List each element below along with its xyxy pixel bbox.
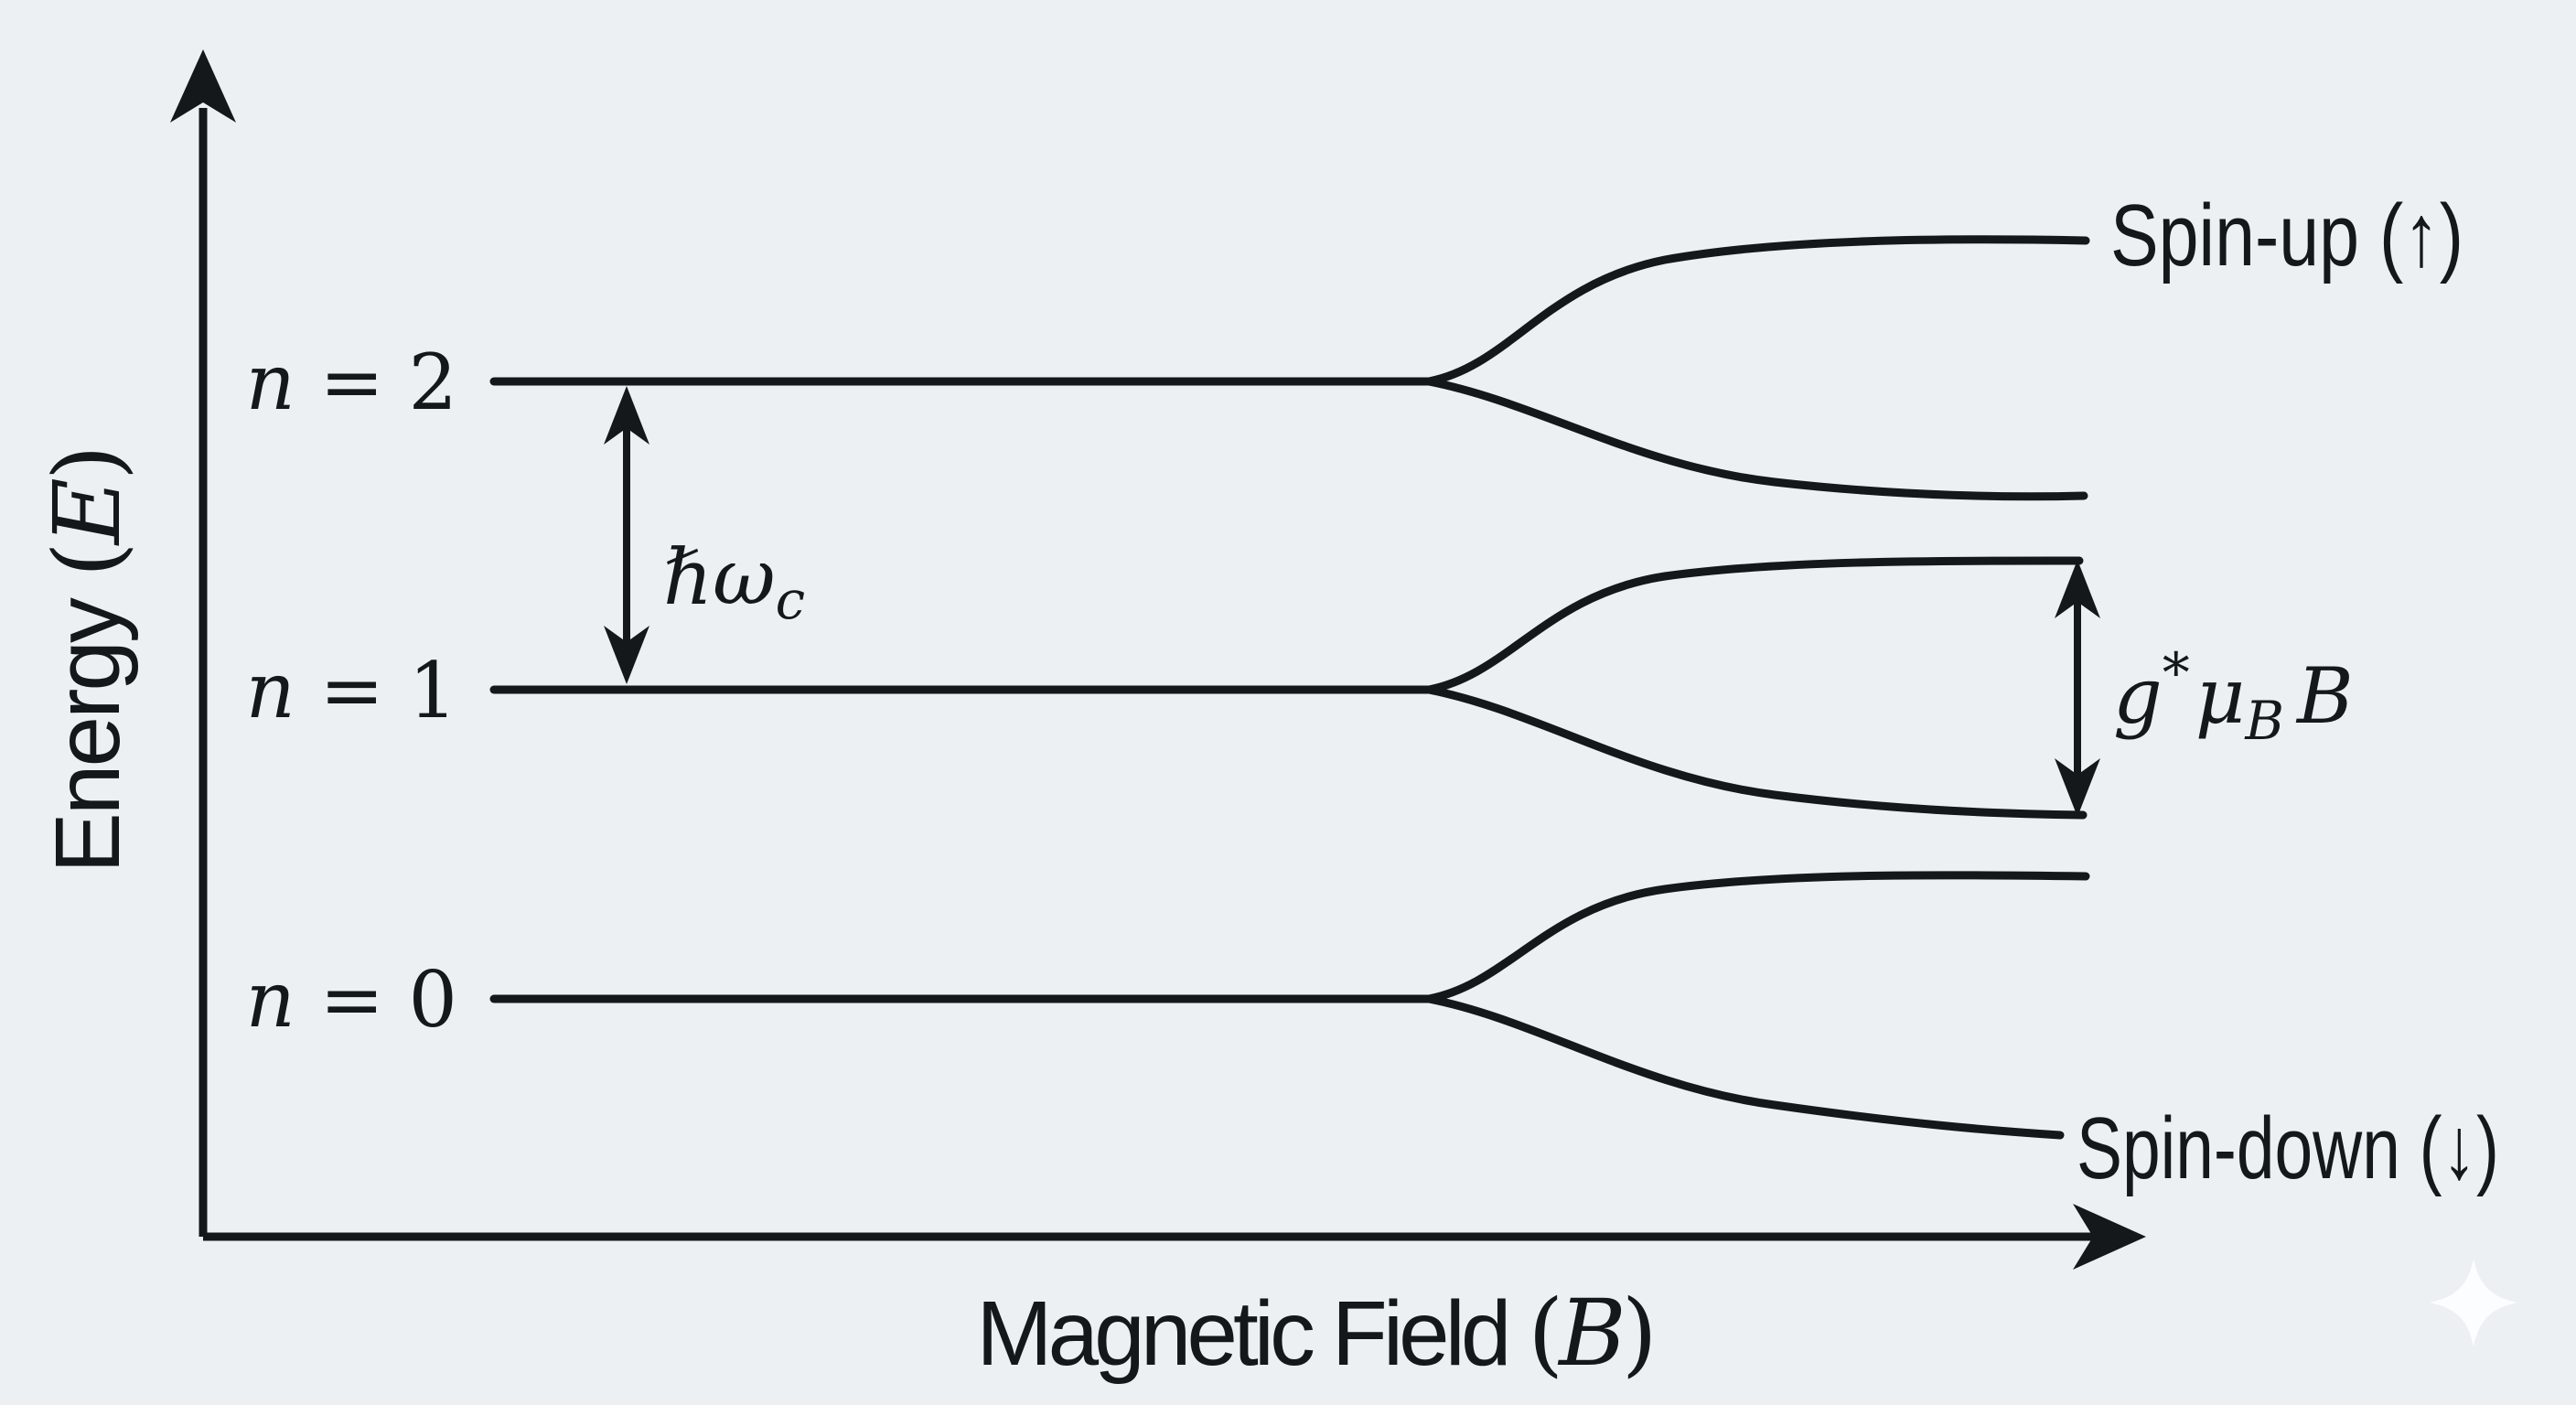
- x-axis-label-paren-open: (: [1528, 1280, 1559, 1387]
- x-axis-arrowhead: [2073, 1204, 2146, 1270]
- branch-n1-spin-up: [1424, 556, 2084, 694]
- zeeman-gap-mu: μ: [2195, 651, 2246, 741]
- branch-n2-spin-down: [1424, 377, 2088, 501]
- landau-levels: [489, 377, 1435, 1003]
- zeeman-gap-coeff: g: [2113, 651, 2163, 741]
- y-axis-label: Energy (E): [34, 447, 141, 874]
- zeeman-gap-field: B: [2295, 651, 2354, 741]
- zeeman-gap-superscript: *: [2163, 641, 2190, 705]
- level-label-n0-symbol: n: [246, 955, 295, 1045]
- level-label-n1: n = 1: [246, 646, 457, 735]
- cyclotron-arrowhead-up: [604, 386, 649, 445]
- cyclotron-gap-arrow: [604, 386, 649, 684]
- zeeman-gap-subscript: B: [2244, 690, 2284, 752]
- branch-n0-spin-up: [1424, 871, 2090, 1003]
- branch-n0-spin-down: [1424, 994, 2065, 1140]
- level-label-n2-value: = 2: [295, 338, 457, 427]
- zeeman-arrowhead-up: [2055, 560, 2100, 618]
- spin-down-label: Spin-down (↓): [2077, 1099, 2499, 1197]
- axes: [170, 49, 2146, 1270]
- zeeman-arrowhead-down: [2055, 758, 2100, 817]
- y-axis-label-symbol: E: [34, 478, 141, 546]
- x-axis-label: Magnetic Field (B): [976, 1280, 1653, 1387]
- spin-up-label: Spin-up (↑): [2110, 187, 2463, 284]
- branch-n2-spin-up: [1424, 235, 2090, 386]
- zeeman-branches: [1424, 235, 2090, 1140]
- branch-n1-spin-down: [1424, 685, 2088, 820]
- y-axis-arrowhead: [170, 49, 236, 123]
- y-axis-label-paren-close: ): [34, 447, 141, 480]
- cyclotron-arrowhead-down: [604, 626, 649, 684]
- x-axis-label-paren-close: ): [1622, 1280, 1653, 1387]
- x-axis-label-symbol: B: [1557, 1280, 1623, 1387]
- sparkle-icon: [2430, 1259, 2517, 1346]
- level-label-n2: n = 2: [246, 338, 457, 427]
- zeeman-gap-arrow: [2055, 560, 2100, 817]
- cyclotron-gap-label: ℏωc: [663, 532, 805, 631]
- level-label-n0-value: = 0: [295, 955, 457, 1045]
- cyclotron-gap-base: ℏω: [663, 532, 776, 622]
- level-label-n1-value: = 1: [295, 646, 457, 735]
- level-label-n0: n = 0: [246, 955, 457, 1045]
- y-axis-label-paren-open: (: [34, 544, 141, 577]
- cyclotron-gap-subscript: c: [776, 569, 805, 631]
- level-label-n1-symbol: n: [246, 646, 295, 735]
- y-axis-label-text: Energy: [37, 577, 139, 874]
- level-label-n2-symbol: n: [246, 338, 295, 427]
- x-axis-label-text: Magnetic Field: [976, 1282, 1528, 1385]
